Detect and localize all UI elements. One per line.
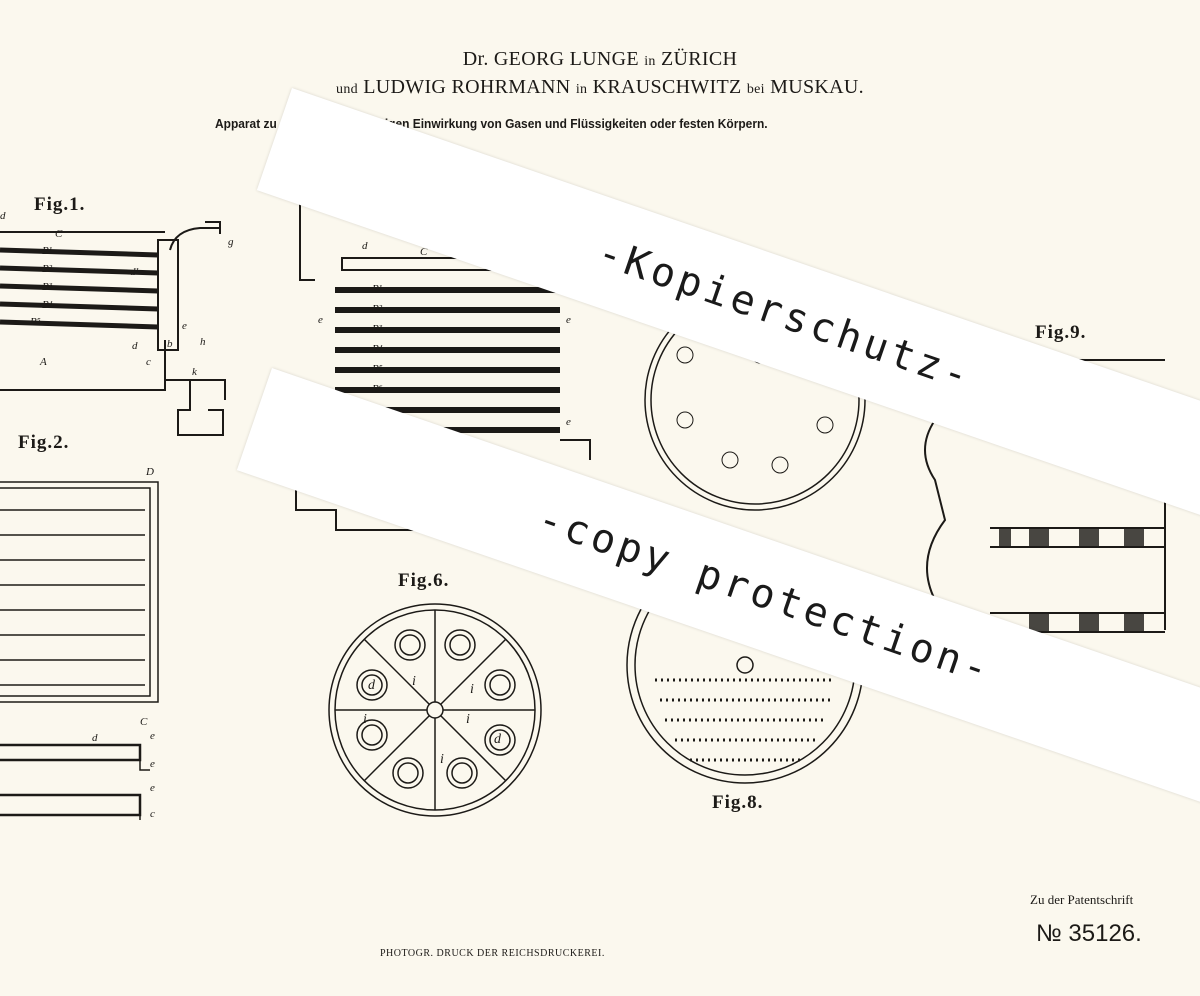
printer-credit: PHOTOGR. DRUCK DER REICHSDRUCKEREI.	[380, 948, 605, 959]
letter-label: h	[200, 336, 206, 348]
letter-label: d	[92, 732, 98, 744]
letter-label: B¹	[372, 283, 382, 295]
letter-label: i	[466, 712, 470, 728]
letter-label: B³	[42, 281, 52, 293]
letter-label: g	[228, 236, 234, 248]
letter-label: C	[55, 228, 62, 240]
letter-label: B⁶	[372, 383, 383, 395]
letter-label: i	[470, 682, 474, 698]
patent-caption: Zu der Patentschrift	[1030, 892, 1133, 908]
letter-label: B²	[42, 263, 52, 275]
fig1-label: Fig.1.	[34, 194, 85, 216]
letter-label: e	[150, 782, 155, 794]
letter-label: c	[150, 808, 155, 820]
letter-label: d	[132, 340, 138, 352]
letter-label: e	[318, 314, 323, 326]
letter-label: B³	[372, 323, 382, 335]
letter-label: d	[494, 732, 501, 748]
letter-label: i	[440, 752, 444, 768]
letter-label: C	[140, 716, 147, 728]
fig2-label: Fig.2.	[18, 432, 69, 454]
letter-label: B⁴	[372, 343, 383, 355]
letter-label: B⁵	[30, 316, 41, 328]
letter-label: d	[0, 210, 6, 222]
letter-label: b	[167, 338, 173, 350]
fig6-label: Fig.6.	[398, 570, 449, 592]
letter-label: e	[566, 416, 571, 428]
letter-label: e	[150, 758, 155, 770]
letter-label: B⁴	[42, 299, 53, 311]
letter-label: i	[363, 712, 367, 728]
letter-label: B²	[372, 303, 382, 315]
letter-label: d¹	[130, 266, 139, 278]
letter-label: A	[40, 356, 47, 368]
letter-label: B¹	[42, 245, 52, 257]
letter-label: B⁵	[372, 363, 383, 375]
letter-label: e	[150, 730, 155, 742]
fig9-label: Fig.9.	[1035, 322, 1086, 344]
letter-label: i	[412, 674, 416, 690]
fig2-drawing	[0, 482, 158, 820]
fig8-label: Fig.8.	[712, 792, 763, 814]
letter-label: c	[146, 356, 151, 368]
letter-label: D	[146, 466, 154, 478]
patent-number: № 35126.	[1036, 920, 1142, 948]
letter-label: e	[182, 320, 187, 332]
letter-label: d	[368, 678, 375, 694]
fig1-drawing	[0, 222, 225, 435]
letter-label: d	[362, 240, 368, 252]
letter-label: e	[566, 314, 571, 326]
fig6-drawing	[329, 604, 541, 816]
letter-label: k	[192, 366, 197, 378]
